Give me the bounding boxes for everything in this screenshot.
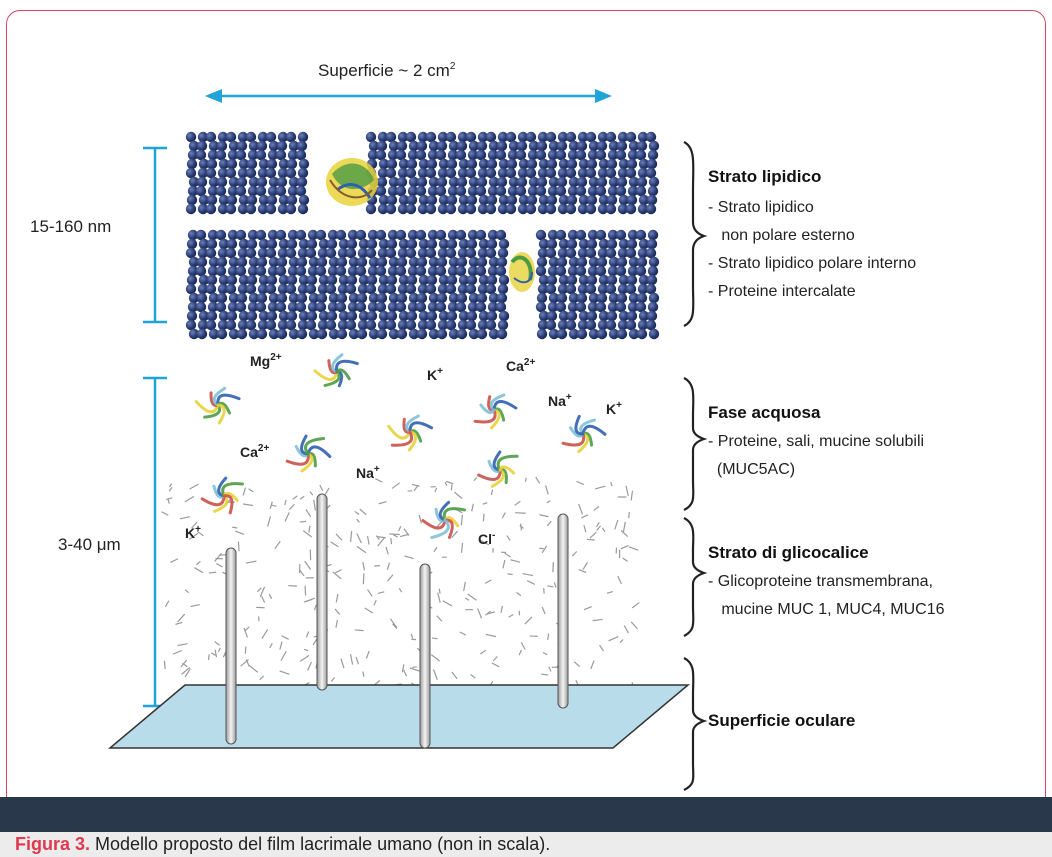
layer-item: non polare esterno — [708, 227, 855, 244]
lipid-molecule — [406, 230, 419, 339]
layer-description-glycocalyx: Strato di glicocalice - Glicoproteine tr… — [708, 543, 945, 618]
layer-title: Superficie oculare — [708, 711, 855, 730]
transmembrane-mucin — [226, 548, 236, 744]
protein-molecule — [287, 436, 330, 471]
lipid-molecule — [366, 230, 379, 339]
lipid-molecule — [296, 132, 309, 214]
brace — [684, 658, 704, 790]
transmembrane-mucin — [420, 564, 430, 748]
lipid-molecule — [586, 230, 599, 339]
lipid-molecule — [326, 230, 339, 339]
width-label: Superficie ~ 2 cm2 — [318, 61, 456, 80]
lipid-molecule — [566, 230, 579, 339]
layer-description-surface: Superficie oculare — [708, 711, 855, 730]
ion-label: Cl- — [478, 530, 495, 547]
protein-molecule — [423, 502, 465, 537]
aqueous-thickness-label: 3-40 μm — [58, 535, 121, 554]
caption-text: Modello proposto del film lacrimale uman… — [90, 834, 550, 854]
layer-description-aqueous: Fase acquosa - Proteine, sali, mucine so… — [708, 403, 924, 478]
lipid-thickness-label: 15-160 nm — [30, 217, 111, 236]
lipid-molecule — [466, 230, 479, 339]
ion-label: K+ — [427, 366, 443, 383]
ocular-surface-plane — [110, 685, 688, 748]
layer-item: - Proteine, sali, mucine solubili — [708, 433, 924, 450]
figure-label: Figura 3. — [15, 834, 90, 854]
brace — [684, 142, 704, 326]
layer-item: mucine MUC 1, MUC4, MUC16 — [708, 601, 945, 618]
layer-title: Fase acquosa — [708, 403, 821, 422]
protein-molecule — [563, 416, 605, 451]
ion-label: K+ — [606, 400, 622, 417]
aqueous-thickness-bracket — [143, 378, 167, 706]
lipid-molecule — [266, 230, 279, 339]
ion-label: Na+ — [548, 392, 572, 409]
transmembrane-mucin — [317, 494, 327, 690]
intercalated-protein — [509, 252, 535, 292]
transmembrane-mucin — [558, 514, 568, 708]
intercalated-protein — [326, 158, 378, 206]
ion-label: K+ — [185, 524, 201, 541]
lipid-molecule — [306, 230, 319, 339]
lipid-molecule — [646, 230, 659, 339]
lipid-molecule — [206, 230, 219, 339]
protein-molecule — [479, 452, 518, 486]
protein-molecule — [202, 478, 242, 513]
layer-item: - Glicoproteine transmembrana, — [708, 573, 933, 590]
lipid-layer-illustration — [186, 132, 659, 339]
lipid-molecule — [246, 230, 259, 339]
figure-caption: Figura 3. Modello proposto del film lacr… — [15, 834, 550, 855]
width-arrow — [205, 89, 612, 103]
lipid-molecule — [626, 230, 639, 339]
lipid-molecule — [496, 230, 509, 339]
ion-label: Ca2+ — [506, 357, 535, 374]
layer-item: (MUC5AC) — [708, 461, 795, 478]
lipid-molecule — [286, 230, 299, 339]
layer-item: - Strato lipidico polare interno — [708, 255, 916, 272]
lipid-molecule — [646, 132, 659, 214]
layer-title: Strato di glicocalice — [708, 543, 869, 562]
lipid-molecule — [346, 230, 359, 339]
lipid-molecule — [186, 230, 199, 339]
lipid-thickness-bracket — [143, 148, 167, 322]
ions: Mg2+ K+ Ca2+ Na+ K+ Ca2+ Na+ K+ Cl- — [185, 352, 622, 547]
brace — [684, 518, 704, 636]
lipid-molecule — [386, 230, 399, 339]
protein-molecule — [475, 395, 516, 428]
ion-label: Na+ — [356, 464, 380, 481]
brace — [684, 378, 704, 510]
layer-title: Strato lipidico — [708, 167, 821, 186]
lipid-molecule — [606, 230, 619, 339]
ion-label: Mg2+ — [250, 352, 282, 369]
ion-label: Ca2+ — [240, 443, 269, 460]
lipid-molecule — [546, 230, 559, 339]
protein-molecule — [196, 388, 239, 423]
protein-molecule — [315, 355, 357, 386]
layer-description-lipid: Strato lipidico - Strato lipidico non po… — [708, 167, 916, 300]
protein-molecule — [389, 416, 432, 450]
layer-item: - Strato lipidico — [708, 199, 814, 216]
lipid-molecule — [446, 230, 459, 339]
lipid-molecule — [426, 230, 439, 339]
lipid-molecule — [226, 230, 239, 339]
layer-item: - Proteine intercalate — [708, 283, 856, 300]
lipid-molecule — [486, 230, 499, 339]
